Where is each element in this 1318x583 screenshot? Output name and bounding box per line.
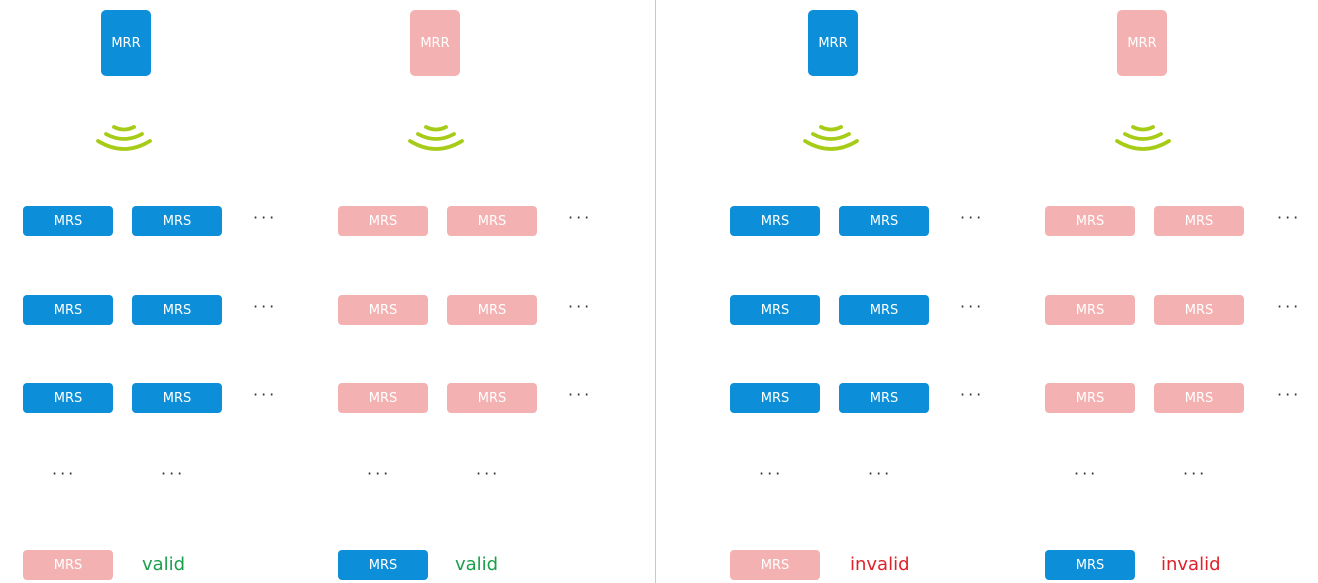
ellipsis: ··· bbox=[960, 208, 985, 227]
mrs-box: MRS bbox=[839, 206, 929, 236]
group-2: MRR MRS MRS ··· MRS MRS ··· MRS MRS ··· … bbox=[315, 0, 625, 583]
mrs-box: MRS bbox=[730, 295, 820, 325]
status-label: invalid bbox=[1161, 554, 1221, 575]
mrs-box: MRS bbox=[1045, 383, 1135, 413]
ellipsis: ··· bbox=[253, 208, 278, 227]
mrs-box: MRS bbox=[132, 383, 222, 413]
status-label: valid bbox=[455, 554, 499, 575]
mrs-box: MRS bbox=[730, 550, 820, 580]
ellipsis: ··· bbox=[253, 297, 278, 316]
mrr-box: MRR bbox=[808, 10, 858, 76]
mrs-box: MRS bbox=[1045, 295, 1135, 325]
mrs-box: MRS bbox=[338, 295, 428, 325]
signal-waves-icon bbox=[803, 125, 859, 151]
ellipsis: ··· bbox=[1277, 385, 1302, 404]
ellipsis: ··· bbox=[960, 385, 985, 404]
ellipsis: ··· bbox=[1277, 208, 1302, 227]
mrs-box: MRS bbox=[839, 383, 929, 413]
mrr-box: MRR bbox=[410, 10, 460, 76]
ellipsis: ··· bbox=[52, 464, 77, 483]
mrs-box: MRS bbox=[447, 206, 537, 236]
ellipsis: ··· bbox=[568, 208, 593, 227]
ellipsis: ··· bbox=[568, 297, 593, 316]
mrs-box: MRS bbox=[447, 295, 537, 325]
signal-waves-icon bbox=[1115, 125, 1171, 151]
ellipsis: ··· bbox=[476, 464, 501, 483]
mrs-box: MRS bbox=[338, 206, 428, 236]
group-3: MRR MRS MRS ··· MRS MRS ··· MRS MRS ··· … bbox=[707, 0, 1017, 583]
mrs-box: MRS bbox=[23, 550, 113, 580]
status-label: valid bbox=[142, 554, 186, 575]
mrs-box: MRS bbox=[730, 206, 820, 236]
panel-divider bbox=[655, 0, 656, 583]
ellipsis: ··· bbox=[253, 385, 278, 404]
mrs-box: MRS bbox=[132, 295, 222, 325]
mrs-box: MRS bbox=[23, 295, 113, 325]
signal-waves-icon bbox=[96, 125, 152, 151]
mrs-box: MRS bbox=[132, 206, 222, 236]
ellipsis: ··· bbox=[161, 464, 186, 483]
mrs-box: MRS bbox=[1045, 206, 1135, 236]
ellipsis: ··· bbox=[367, 464, 392, 483]
mrs-box: MRS bbox=[447, 383, 537, 413]
ellipsis: ··· bbox=[960, 297, 985, 316]
mrs-box: MRS bbox=[23, 206, 113, 236]
ellipsis: ··· bbox=[1277, 297, 1302, 316]
mrs-box: MRS bbox=[338, 383, 428, 413]
mrr-box: MRR bbox=[101, 10, 151, 76]
mrs-box: MRS bbox=[338, 550, 428, 580]
ellipsis: ··· bbox=[868, 464, 893, 483]
mrs-box: MRS bbox=[1154, 383, 1244, 413]
mrs-box: MRS bbox=[1045, 550, 1135, 580]
mrs-box: MRS bbox=[1154, 295, 1244, 325]
ellipsis: ··· bbox=[759, 464, 784, 483]
mrs-box: MRS bbox=[1154, 206, 1244, 236]
group-1: MRR MRS MRS ··· MRS MRS ··· MRS MRS ··· … bbox=[0, 0, 310, 583]
ellipsis: ··· bbox=[1183, 464, 1208, 483]
mrs-box: MRS bbox=[23, 383, 113, 413]
mrr-box: MRR bbox=[1117, 10, 1167, 76]
ellipsis: ··· bbox=[1074, 464, 1099, 483]
mrs-box: MRS bbox=[730, 383, 820, 413]
mrs-box: MRS bbox=[839, 295, 929, 325]
group-4: MRR MRS MRS ··· MRS MRS ··· MRS MRS ··· … bbox=[1022, 0, 1318, 583]
signal-waves-icon bbox=[408, 125, 464, 151]
status-label: invalid bbox=[850, 554, 910, 575]
ellipsis: ··· bbox=[568, 385, 593, 404]
